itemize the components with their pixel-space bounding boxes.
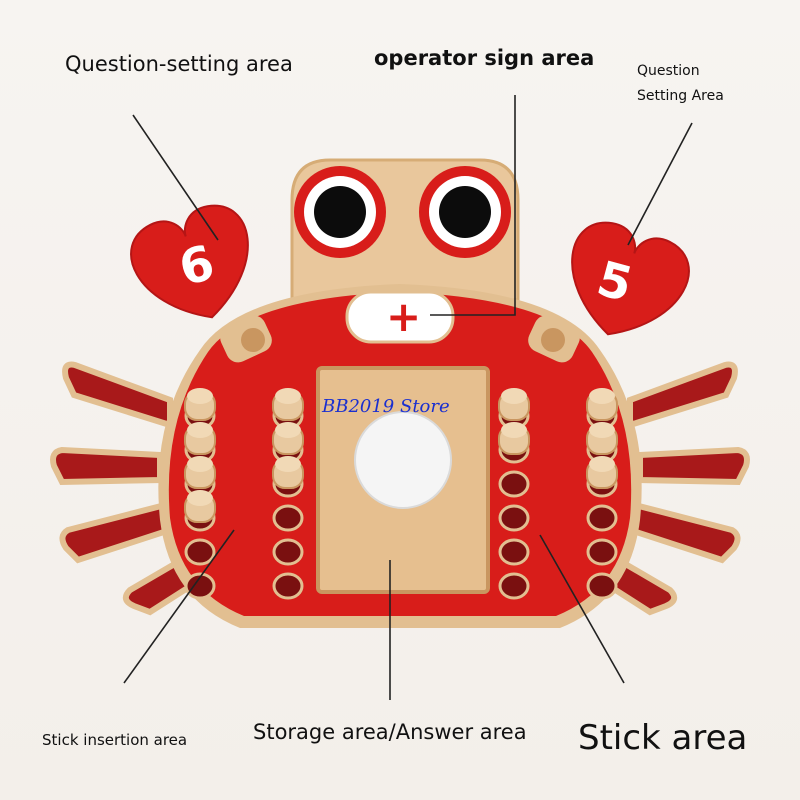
store-watermark: BB2019 Store: [322, 396, 450, 417]
stick-peg-top: [501, 422, 527, 438]
stick-peg-top: [187, 388, 213, 404]
stick-area-label: Stick area: [578, 718, 748, 758]
stick-peg-top: [187, 490, 213, 506]
question-setting-label-right-line2: Setting Area: [637, 88, 724, 104]
stick-hole: [498, 538, 530, 566]
stick-peg-top: [589, 388, 615, 404]
left-eye: [294, 166, 386, 258]
right-eye: [419, 166, 511, 258]
operator-sign-window: [345, 290, 455, 344]
operator-sign: +: [386, 292, 422, 341]
crab-legs: [50, 361, 750, 616]
stick-peg-top: [589, 456, 615, 472]
right-claw-arm: [528, 315, 580, 363]
stick-hole: [498, 504, 530, 532]
stick-hole: [272, 572, 304, 600]
left-claw-arm: [220, 315, 272, 363]
right-claw: [571, 221, 690, 336]
stick-hole: [498, 470, 530, 498]
stick-peg-top: [187, 456, 213, 472]
stick-peg-top: [589, 422, 615, 438]
question-setting-label-left: Question-setting area: [65, 52, 293, 76]
stick-hole: [498, 572, 530, 600]
stick-hole: [586, 572, 618, 600]
question-setting-label-right-line1: Question: [637, 63, 700, 79]
stick-pegs: [184, 388, 618, 600]
left-claw: [130, 204, 249, 319]
stick-insertion-area-label: Stick insertion area: [42, 731, 188, 749]
storage-answer-area-label: Storage area/Answer area: [253, 720, 527, 744]
storage-lid-knob: [354, 411, 452, 509]
stick-peg-top: [187, 422, 213, 438]
stick-peg-top: [275, 422, 301, 438]
stick-peg-top: [501, 388, 527, 404]
stick-hole: [586, 504, 618, 532]
stick-hole: [184, 572, 216, 600]
pointer-lines: [123, 95, 693, 700]
stick-hole: [586, 538, 618, 566]
stick-hole: [184, 538, 216, 566]
stick-hole: [272, 504, 304, 532]
stick-peg-top: [275, 456, 301, 472]
stick-hole: [272, 538, 304, 566]
stick-peg-top: [275, 388, 301, 404]
operator-sign-area-label: operator sign area: [374, 46, 595, 70]
